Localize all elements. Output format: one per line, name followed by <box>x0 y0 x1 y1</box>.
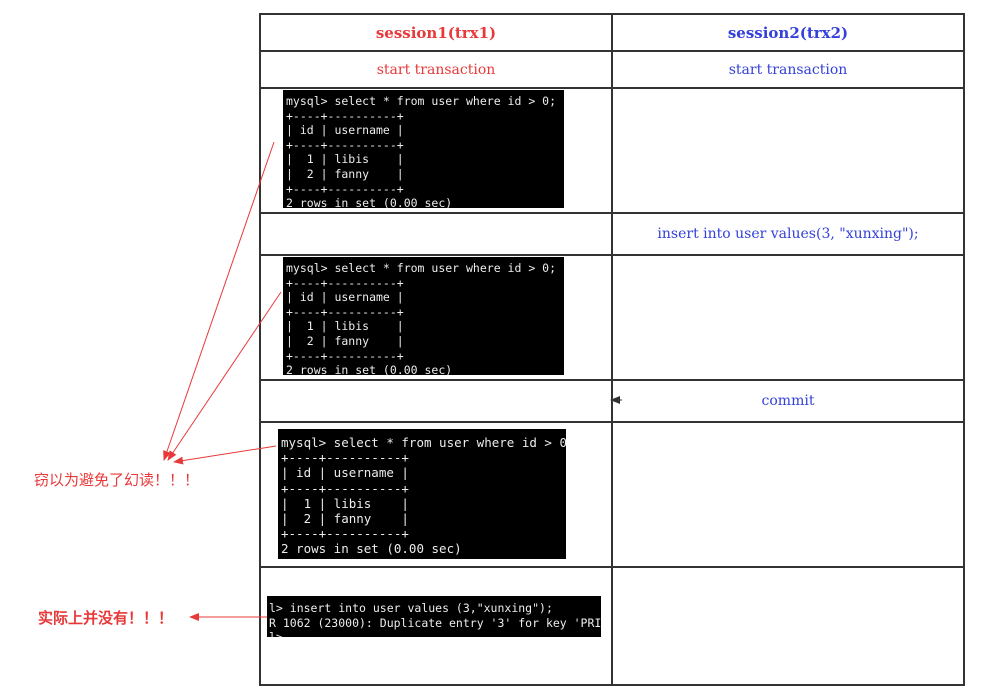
session2-insert-statement: insert into user values(3, "xunxing"); <box>611 212 965 256</box>
terminal-line: | 1 | libis | <box>281 495 409 511</box>
terminal-line: R 1062 (23000): Duplicate entry '3' for … <box>269 615 601 630</box>
session1-empty-cell-4 <box>259 379 613 423</box>
session2-empty-cell-3 <box>611 254 965 381</box>
session2-start-transaction: start transaction <box>611 50 965 89</box>
session2-empty-cell-5 <box>611 421 965 568</box>
terminal-select-result-2: mysql> select * from user where id > 0;+… <box>283 257 564 375</box>
terminal-insert-error: l> insert into user values (3,"xunxing")… <box>267 596 601 637</box>
terminal-line: | 1 | libis | <box>286 152 404 167</box>
terminal-line: l> insert into user values (3,"xunxing")… <box>269 601 553 615</box>
terminal-line: | id | username | <box>281 465 409 481</box>
session1-empty-cell-2 <box>259 212 613 256</box>
terminal-line: | 2 | fanny | <box>281 511 409 527</box>
annotation-actually-not: 实际上并没有！！！ <box>38 609 174 627</box>
terminal-line: +----+----------+ <box>281 526 409 542</box>
terminal-line: | 2 | fanny | <box>286 166 404 181</box>
session2-empty-cell-1 <box>611 87 965 214</box>
terminal-line: +----+----------+ <box>286 304 404 319</box>
terminal-line: +----+----------+ <box>281 450 409 466</box>
terminal-line: +----+----------+ <box>286 137 404 152</box>
terminal-line: l> <box>269 630 598 637</box>
terminal-line: | 1 | libis | <box>286 319 404 334</box>
terminal-line: mysql> select * from user where id > 0; <box>286 261 557 275</box>
terminal-line: +----+----------+ <box>286 181 404 196</box>
session2-empty-cell-6 <box>611 566 965 686</box>
session1-start-transaction: start transaction <box>259 50 613 89</box>
terminal-line: 2 rows in set (0.00 sec) <box>286 196 453 208</box>
terminal-line: mysql> select * from user where id > 0; <box>281 435 566 450</box>
terminal-line: | 2 | fanny | <box>286 333 404 348</box>
terminal-select-result-1: mysql> select * from user where id > 0;+… <box>283 90 564 208</box>
terminal-line: 2 rows in set (0.00 sec) <box>286 363 453 375</box>
terminal-line: | id | username | <box>286 290 404 305</box>
terminal-select-result-3: mysql> select * from user where id > 0;+… <box>278 429 566 559</box>
terminal-line: +----+----------+ <box>281 480 409 496</box>
terminal-line: 2 rows in set (0.00 sec) <box>281 541 462 557</box>
session2-commit: commit <box>611 379 965 423</box>
session1-header: session1(trx1) <box>259 13 613 52</box>
annotation-thought-avoided-phantom-read: 窃以为避免了幻读！！！ <box>34 471 200 489</box>
terminal-line: mysql> select * from user where id > 0; <box>286 94 557 108</box>
terminal-line: | id | username | <box>286 123 404 138</box>
session2-header: session2(trx2) <box>611 13 965 52</box>
arrow-from-select-1 <box>163 141 275 461</box>
terminal-line: +----+----------+ <box>286 108 404 123</box>
terminal-line: +----+----------+ <box>286 348 404 363</box>
terminal-line: +----+----------+ <box>286 275 404 290</box>
